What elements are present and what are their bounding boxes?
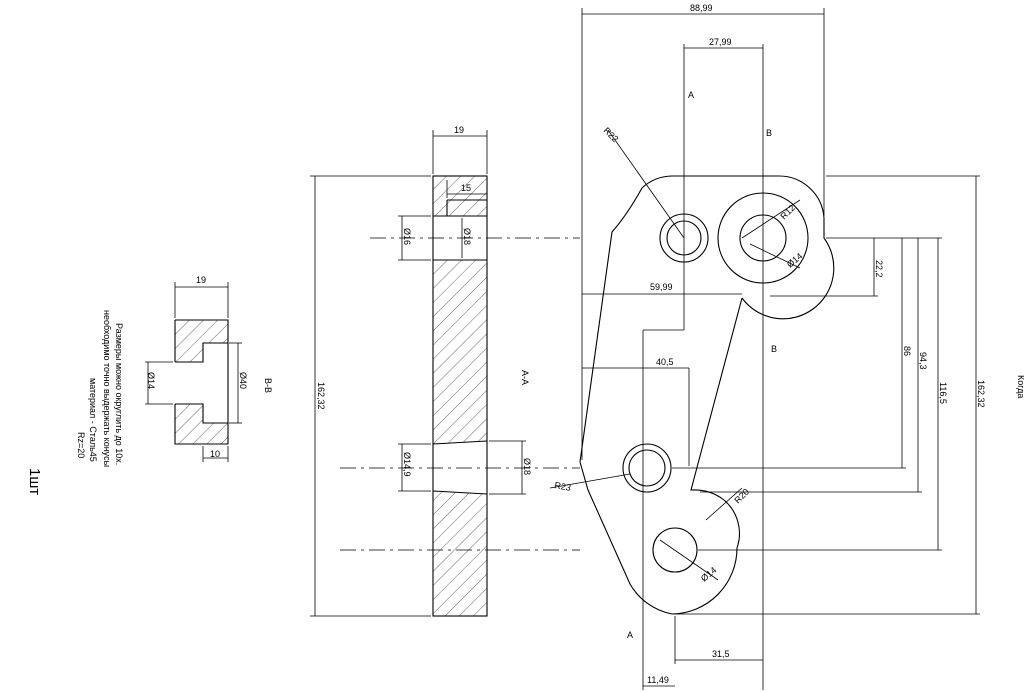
d14-bottom-dim: Ø14 [699, 565, 718, 584]
r22-dim: R22 [602, 125, 621, 144]
width-2799-dim: 27,99 [709, 37, 732, 47]
aa-d18-bottom-dim: Ø18 [522, 458, 532, 475]
d14-top-dim: Ø14 [785, 251, 804, 270]
bb-section-label: B-B [263, 378, 273, 393]
note-line-1: Размеры можно округлить до 10х. [114, 323, 124, 465]
width-total-dim: 88,99 [690, 3, 713, 13]
aa-d18-top-dim: Ø18 [462, 228, 472, 245]
aa-height-dim: 162,32 [316, 382, 326, 410]
bb-depth-dim: 10 [210, 449, 220, 459]
notes-block: Размеры можно округлить до 10х. необходи… [76, 310, 124, 467]
bb-d14-dim: Ø14 [146, 372, 156, 389]
bb-d40-dim: Ø40 [238, 372, 248, 389]
h1165-dim: 116,5 [938, 382, 948, 404]
bb-width-dim: 19 [196, 275, 206, 285]
width-405-dim: 40,5 [656, 357, 674, 367]
note-line-4: Rz=20 [76, 432, 86, 458]
note-line-2: необходимо точно выдержать конусы [102, 310, 112, 467]
section-label-a-top: A [688, 90, 694, 100]
width-5999-dim: 59,99 [650, 282, 673, 292]
quantity-note: 1шт [26, 468, 43, 495]
aa-d16-dim: Ø16 [402, 228, 412, 245]
h943-dim: 94,3 [918, 352, 928, 370]
width-1149-dim: 11,49 [647, 675, 669, 685]
note-line-3: материал - Сталь45 [88, 378, 98, 462]
section-label-a-bottom: A [627, 630, 633, 640]
width-315-dim: 31,5 [712, 649, 730, 659]
section-label-b-top: B [766, 128, 772, 138]
h86-dim: 86 [902, 346, 912, 356]
section-bb: 19 Ø14 Ø40 10 B-B [145, 275, 273, 462]
front-view: 88,99 27,99 A B B A R22 R12 Ø14 59,99 40… [549, 3, 986, 690]
section-aa: 19 15 Ø16 Ø18 Ø14,9 Ø18 162,32 A-A [310, 125, 580, 617]
right-edge-text: Когда [1016, 375, 1024, 398]
r20-dim: R20 [732, 487, 751, 506]
aa-d149-dim: Ø14,9 [402, 452, 412, 477]
section-label-b-mid: B [771, 344, 777, 354]
aa-thickness-dim: 19 [454, 125, 464, 135]
h222-dim: 22,2 [874, 260, 884, 278]
height-right-dim: 162,32 [976, 380, 986, 408]
aa-cbore-dim: 15 [461, 183, 471, 193]
aa-section-label: A-A [520, 370, 530, 385]
r23-dim: R23 [554, 480, 572, 493]
